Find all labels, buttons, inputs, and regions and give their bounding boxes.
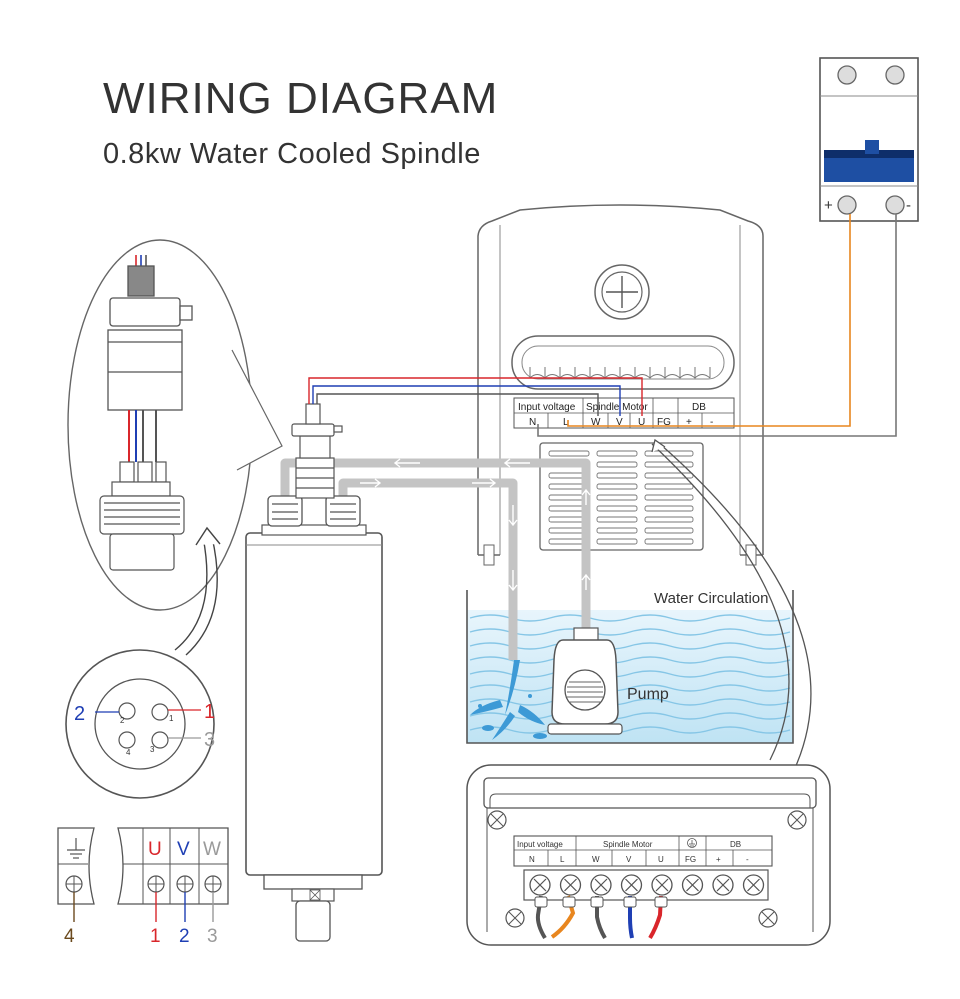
socket-label-3: 3: [204, 729, 215, 751]
connector-closeup: [67, 239, 283, 611]
socket-label-1: 1: [204, 701, 215, 723]
screw-icon: [885, 65, 905, 85]
terminal-screw-cross: [655, 878, 669, 892]
power-wires: [537, 214, 897, 437]
motor-terminal-num-1: 1: [150, 926, 161, 947]
terminal-screw-cross: [564, 878, 577, 892]
detail-db-label: DB: [730, 840, 741, 849]
water-circulation-label: Water Circulation: [654, 590, 768, 607]
motor-wire-w: [316, 393, 599, 416]
socket-small-2: 2: [120, 716, 125, 725]
pump-fan-icon: [564, 669, 606, 711]
inverter-spindle-motor-label: Spindle Motor: [586, 402, 648, 413]
curved-arrow: [174, 526, 221, 656]
detail-terminal-u: U: [658, 855, 664, 864]
page-subtitle: 0.8kw Water Cooled Spindle: [103, 138, 481, 170]
power-wire-minus: [537, 214, 897, 437]
pump: Pump: [547, 627, 669, 735]
water-pipes: [280, 458, 591, 660]
detail-terminal-l: L: [560, 855, 565, 864]
socket-pin-1: [151, 703, 169, 721]
spindle: [245, 403, 383, 942]
detail-terminal-plus: +: [716, 855, 721, 864]
inverter-terminal-w: W: [591, 417, 601, 428]
terminal-screw-cross: [533, 878, 547, 892]
ground-icon: [67, 838, 85, 859]
socket-small-4: 4: [126, 748, 131, 757]
detail-terminal-w: W: [592, 855, 600, 864]
inverter: Input voltage Spindle Motor DB N L W V U…: [477, 204, 764, 566]
terminal-detail: Input voltage Spindle Motor DB N L W V U…: [466, 764, 831, 946]
inverter-terminal-plus: +: [686, 417, 692, 428]
pump-label: Pump: [627, 686, 669, 703]
page-title: WIRING DIAGRAM: [103, 74, 498, 123]
power-wire-plus: [567, 214, 851, 427]
motor-terminal-w: W: [203, 839, 221, 860]
socket-pinout: 2 1 4 3 2 1 3: [65, 649, 215, 799]
socket-label-2: 2: [74, 703, 85, 725]
screw-icon: [837, 65, 857, 85]
detail-terminal-v: V: [626, 855, 632, 864]
inverter-terminal-n: N: [529, 417, 536, 428]
socket-small-3: 3: [150, 745, 155, 754]
detail-wires: [534, 895, 668, 940]
terminal-screw-cross: [747, 878, 760, 892]
motor-terminal-u: U: [148, 839, 162, 860]
motor-wire-v: [312, 385, 621, 416]
terminal-screw-cross: [625, 878, 638, 892]
socket-pin-3: [151, 731, 169, 749]
inverter-terminal-minus: -: [710, 417, 713, 428]
inverter-terminal-u: U: [638, 417, 645, 428]
breaker-minus-label: -: [906, 197, 911, 214]
breaker-minus-terminal-icon: [885, 195, 905, 215]
breaker-plus-label: +: [824, 197, 833, 214]
detail-terminal-fg: FG: [685, 855, 696, 864]
inverter-db-label: DB: [692, 402, 706, 413]
water-splash-icon: [470, 660, 547, 740]
socket-pin-2: [118, 702, 136, 720]
terminal-screw-cross: [686, 878, 699, 892]
circuit-breaker: + -: [819, 57, 919, 222]
terminal-screw-cross: [594, 878, 608, 892]
motor-wires: [308, 377, 643, 416]
inverter-terminal-fg: FG: [657, 417, 671, 428]
detail-input-voltage-label: Input voltage: [517, 840, 563, 849]
detail-terminal-n: N: [529, 855, 535, 864]
inverter-terminal-l: L: [563, 417, 569, 428]
motor-wire-u: [308, 377, 643, 416]
motor-terminal-num-4: 4: [64, 926, 75, 947]
breaker-plus-terminal-icon: [837, 195, 857, 215]
motor-terminal-num-3: 3: [207, 926, 218, 947]
detail-terminal-screws: [529, 874, 765, 896]
inverter-terminal-v: V: [616, 417, 623, 428]
terminal-screw-cross: [716, 878, 730, 892]
motor-terminal-v: V: [177, 839, 190, 860]
socket-pin-4: [118, 731, 136, 749]
water-tank: Water Circulation: [466, 590, 794, 744]
detail-ground-icon: [687, 838, 697, 848]
detail-terminal-minus: -: [746, 855, 749, 864]
motor-terminal-block: U V W 4 1 2 3: [57, 827, 229, 947]
detail-pointer-arrows: [651, 438, 812, 769]
detail-spindle-motor-label: Spindle Motor: [603, 840, 653, 849]
motor-terminal-num-2: 2: [179, 926, 190, 947]
inverter-input-voltage-label: Input voltage: [518, 402, 576, 413]
socket-small-1: 1: [169, 714, 174, 723]
pipe-return: [280, 458, 591, 640]
